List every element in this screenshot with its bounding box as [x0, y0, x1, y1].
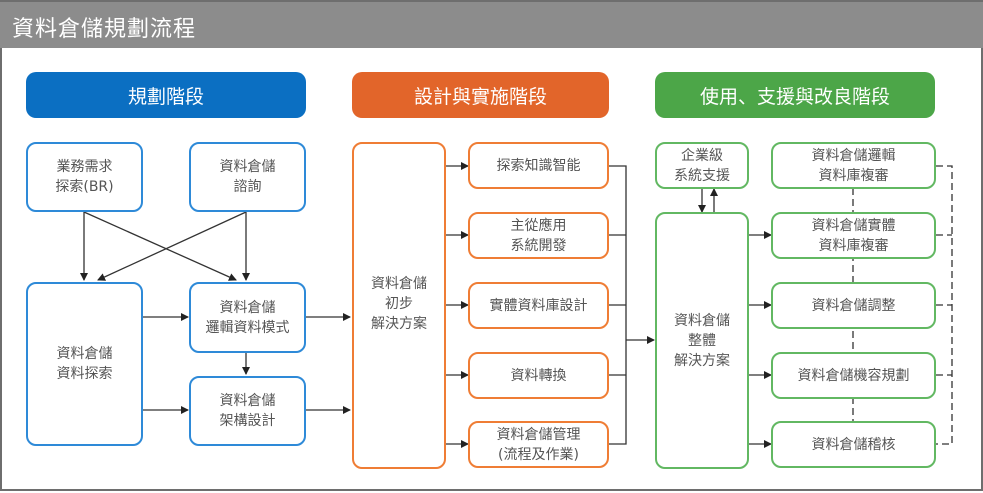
box-business-requirements: 業務需求 探索(BR): [26, 142, 143, 212]
box-dw-consulting: 資料倉儲 諮詢: [189, 142, 306, 212]
box-dw-audit: 資料倉儲稽核: [771, 421, 936, 468]
box-initial-solution: 資料倉儲 初步 解決方案: [352, 142, 446, 469]
box-knowledge-mining: 探索知識智能: [468, 142, 609, 189]
phase-header-usage: 使用、支援與改良階段: [655, 72, 935, 118]
box-dw-management: 資料倉儲管理 (流程及作業): [468, 421, 609, 468]
box-dw-architecture: 資料倉儲 架構設計: [189, 376, 306, 446]
box-logical-db-review: 資料倉儲邏輯 資料庫複審: [771, 142, 936, 189]
box-dw-data-exploration: 資料倉儲 資料探索: [26, 282, 143, 446]
box-physical-db-review: 資料倉儲實體 資料庫複審: [771, 212, 936, 259]
arrow-consult-to-exploration: [97, 211, 247, 281]
phase-header-planning: 規劃階段: [26, 72, 306, 118]
box-data-conversion: 資料轉換: [468, 352, 609, 399]
diagram-title: 資料倉儲規劃流程: [12, 17, 197, 42]
phase-header-design: 設計與實施階段: [352, 72, 609, 118]
title-bar: 資料倉儲規劃流程: [0, 0, 983, 48]
box-dw-logical-model: 資料倉儲 邏輯資料模式: [189, 282, 306, 353]
box-physical-db-design: 實體資料庫設計: [468, 282, 609, 329]
box-overall-solution: 資料倉儲 整體 解決方案: [655, 212, 749, 469]
arrow-br-to-logical: [83, 211, 237, 281]
box-dw-tuning: 資料倉儲調整: [771, 282, 936, 329]
box-capacity-planning: 資料倉儲機容規劃: [771, 352, 936, 399]
box-client-server-dev: 主從應用 系統開發: [468, 212, 609, 259]
box-enterprise-support: 企業級 系統支援: [655, 142, 749, 189]
